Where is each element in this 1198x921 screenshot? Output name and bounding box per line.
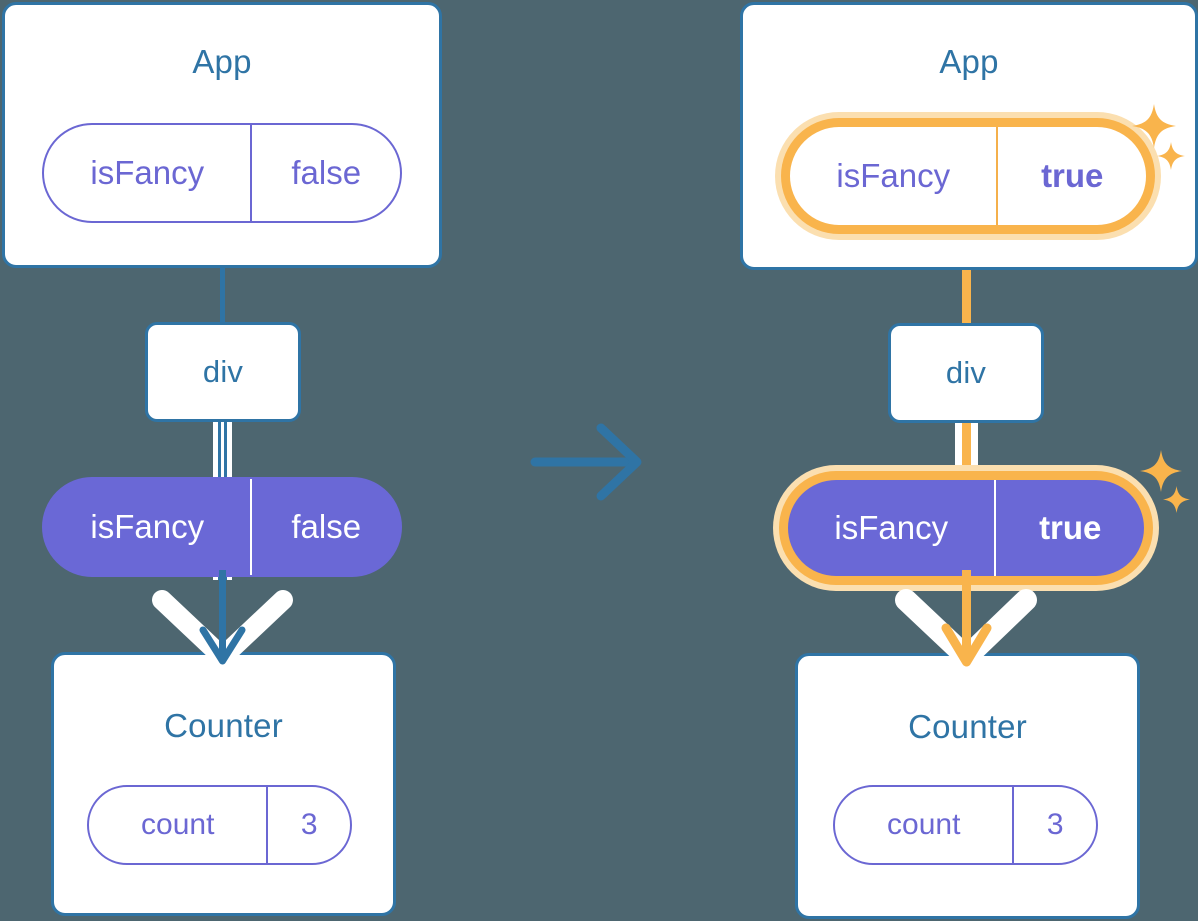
counter-title: Counter xyxy=(164,707,283,744)
counter-state-name: count xyxy=(141,808,215,841)
app-state-value: true xyxy=(996,127,1146,225)
div-label: div xyxy=(945,355,987,390)
sparkle-large-icon xyxy=(1140,450,1182,492)
div-element-box: div xyxy=(888,323,1044,423)
counter-state-name: count xyxy=(887,808,961,841)
prop-pill-name: isFancy xyxy=(834,509,949,546)
counter-state-value: 3 xyxy=(266,787,350,863)
app-title: App xyxy=(939,43,999,80)
div-element-box: div xyxy=(145,322,301,422)
prop-pill-value: false xyxy=(250,479,400,575)
before-panel: App isFancy false div isFancy false Coun… xyxy=(0,0,460,921)
counter-state-value: 3 xyxy=(1012,787,1096,863)
after-panel: App isFancy true div isFancy true Counte… xyxy=(738,0,1198,921)
sparkle-large-icon xyxy=(1132,104,1176,148)
prop-pill-value: true xyxy=(994,480,1144,576)
counter-title: Counter xyxy=(908,708,1027,745)
prop-pill[interactable]: isFancy false xyxy=(42,477,402,577)
transition-arrow-icon xyxy=(530,423,642,501)
app-title: App xyxy=(192,43,252,80)
sparkle-small-icon xyxy=(1163,486,1190,513)
wire-app-to-div xyxy=(220,262,225,324)
app-state-value: false xyxy=(250,125,400,221)
app-state-name: isFancy xyxy=(836,157,951,194)
counter-state-pill[interactable]: count 3 xyxy=(87,785,352,865)
app-state-name: isFancy xyxy=(90,154,205,191)
div-label: div xyxy=(202,354,244,389)
prop-pill[interactable]: isFancy true xyxy=(786,478,1146,578)
prop-pill-name: isFancy xyxy=(90,508,205,545)
counter-state-pill[interactable]: count 3 xyxy=(833,785,1098,865)
app-state-pill[interactable]: isFancy false xyxy=(42,123,402,223)
app-state-pill[interactable]: isFancy true xyxy=(788,125,1148,227)
counter-component-box: Counter xyxy=(51,652,396,916)
sparkle-small-icon xyxy=(1157,142,1185,170)
